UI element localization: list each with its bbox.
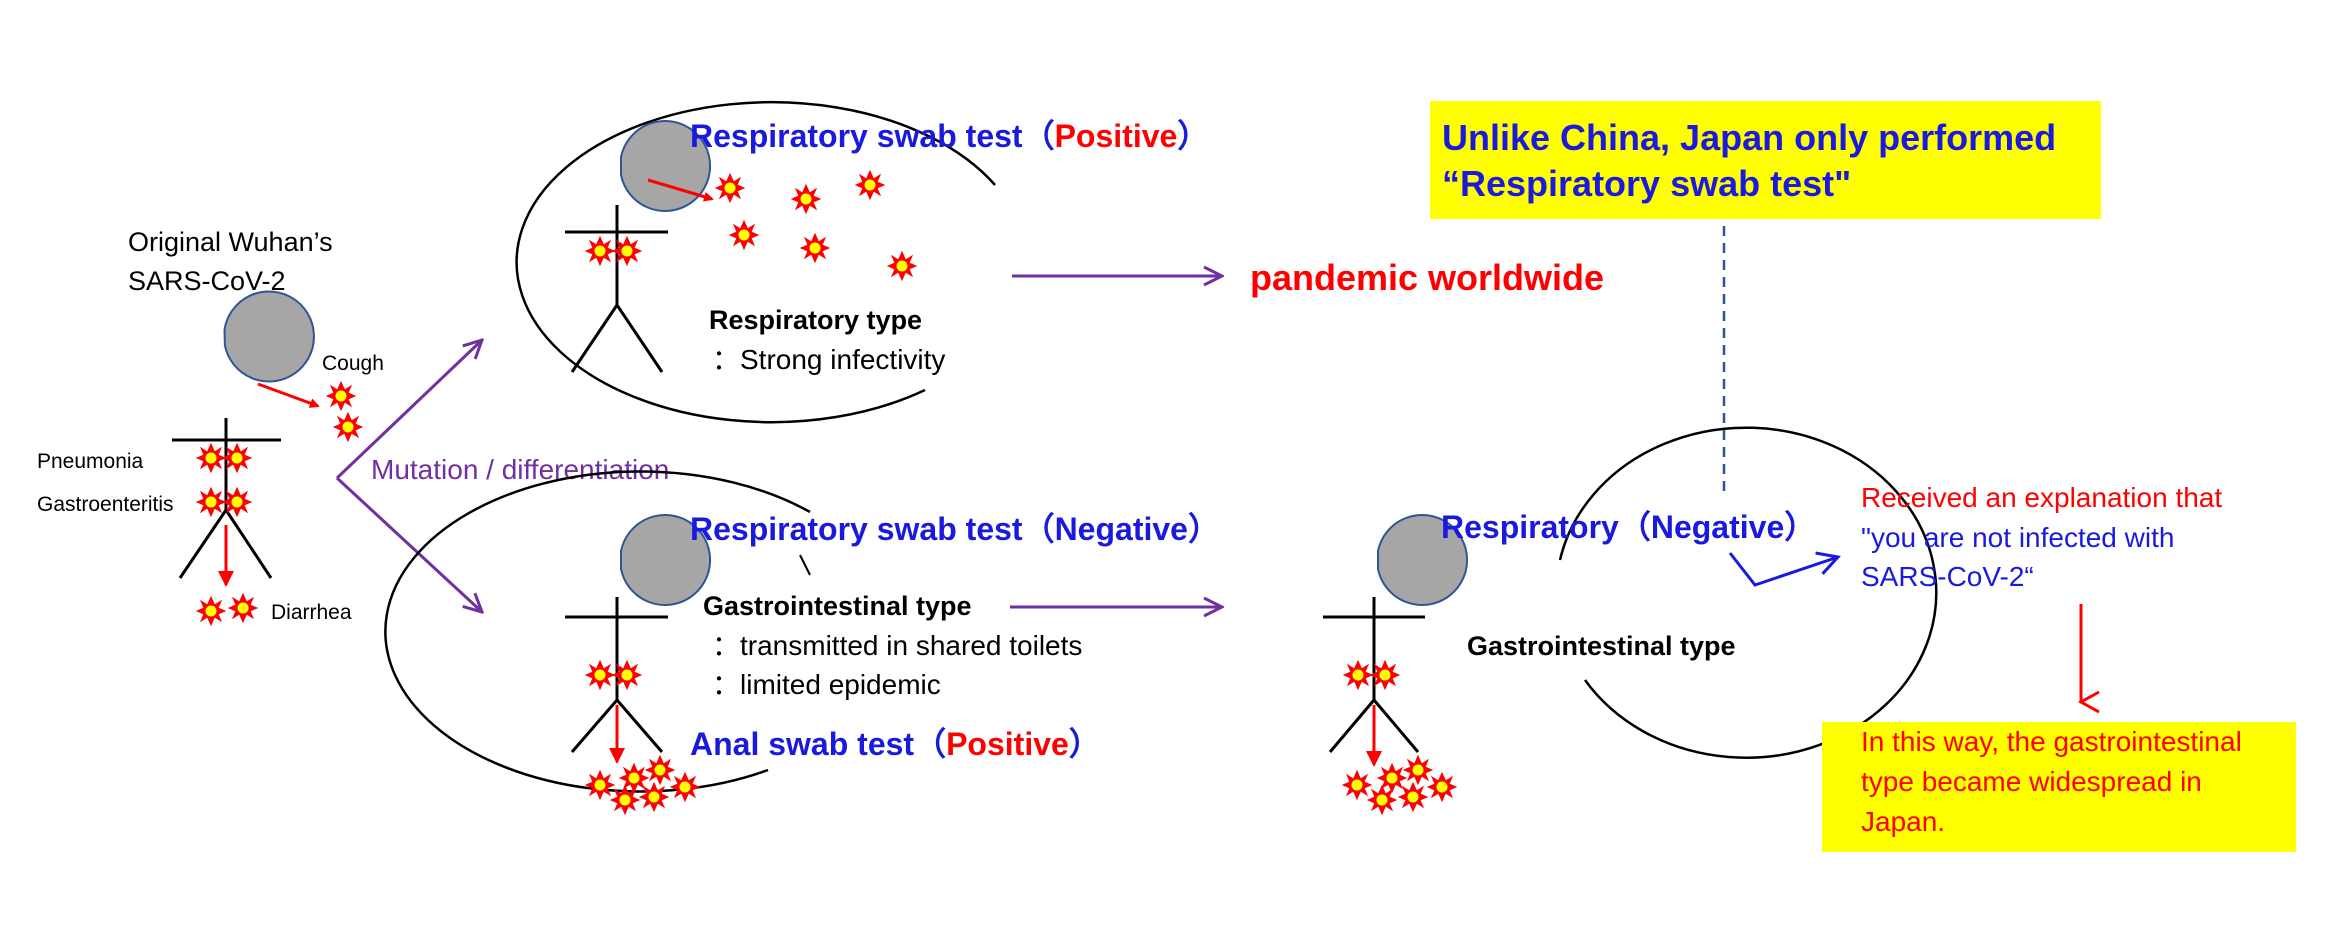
- diarrhea-label: Diarrhea: [271, 601, 352, 624]
- virus-icon: [326, 381, 356, 411]
- cough-label: Cough: [322, 352, 384, 375]
- virus-icon: [196, 487, 226, 517]
- virus-icon: [791, 184, 821, 214]
- gastroenteritis-label: Gastroenteritis: [37, 493, 174, 516]
- head-icon: [1377, 514, 1469, 606]
- conclusion-box: [1822, 722, 2296, 852]
- pneumonia-label: Pneumonia: [37, 450, 144, 473]
- explanation-line1: Received an explanation that: [1861, 482, 2222, 513]
- japan-ellipse: [1558, 426, 1938, 759]
- explanation-line3: SARS-CoV-2“: [1861, 561, 2034, 592]
- virus-icon: [333, 412, 363, 442]
- virus-icon: [222, 487, 252, 517]
- virus-icon: [222, 443, 252, 473]
- top-type-label: Respiratory type: [709, 305, 922, 335]
- anal-test-result: Positive: [946, 726, 1069, 762]
- virus-icon: [585, 660, 615, 690]
- conclusion-line2: type became widespread in: [1861, 766, 2202, 797]
- head-icon: [620, 514, 712, 606]
- source-person: [172, 290, 363, 626]
- virus-icon: [855, 170, 885, 200]
- virus-icon: [196, 443, 226, 473]
- virus-icon: [729, 220, 759, 250]
- virus-icon: [196, 596, 226, 626]
- conclusion-line3: Japan.: [1861, 806, 1945, 837]
- pandemic-label: pandemic worldwide: [1250, 257, 1604, 298]
- japan-type-label: Gastrointestinal type: [1467, 631, 1736, 661]
- virus-icon: [1403, 755, 1433, 785]
- head-icon: [620, 120, 712, 212]
- anal-test-label: Anal swab test（Positive）: [690, 726, 1101, 762]
- virus-icon: [639, 782, 669, 812]
- explanation-line2: "you are not infected with: [1861, 522, 2174, 553]
- branch-arrows: [335, 340, 482, 612]
- source-title-line1: Original Wuhan’s: [128, 227, 333, 257]
- top-ellipse: [515, 100, 996, 424]
- virus-icon: [1342, 770, 1372, 800]
- top-type-desc: ：Strong infectivity: [712, 344, 945, 375]
- bottom-desc1: ：transmitted in shared toilets: [712, 630, 1082, 661]
- bottom-person: [565, 514, 712, 815]
- virus-icon: [1370, 660, 1400, 690]
- top-person: [565, 120, 917, 373]
- virus-icon: [715, 173, 745, 203]
- virus-icon: [670, 772, 700, 802]
- virus-icon: [585, 236, 615, 266]
- mutation-label: Mutation / differentiation: [371, 454, 669, 485]
- virus-icon: [645, 755, 675, 785]
- japan-person: [1323, 514, 1469, 815]
- virus-icon: [228, 593, 258, 623]
- virus-icon: [1398, 782, 1428, 812]
- japan-test-label: Respiratory（Negative）: [1441, 509, 1816, 545]
- cough-arrow: [257, 382, 320, 408]
- conclusion-line1: In this way, the gastrointestinal: [1861, 726, 2242, 757]
- virus-icon: [585, 770, 615, 800]
- bottom-desc2: ：limited epidemic: [712, 669, 941, 700]
- top-test-name: Respiratory swab test: [690, 118, 1023, 154]
- virus-icon: [800, 233, 830, 263]
- virus-icon: [1377, 763, 1407, 793]
- bottom-type-label: Gastrointestinal type: [703, 591, 972, 621]
- virus-icon: [1427, 772, 1457, 802]
- explanation-arrow: [1728, 551, 1841, 587]
- virus-icon: [612, 660, 642, 690]
- virus-icon: [612, 236, 642, 266]
- source-title-line2: SARS-CoV-2: [128, 266, 286, 296]
- note-box: [1430, 101, 2101, 219]
- anal-test-name: Anal swab test: [690, 726, 914, 762]
- spread-arrow: [647, 178, 714, 202]
- bottom-test-label: Respiratory swab test（Negative）: [690, 511, 1220, 547]
- virus-icon: [1343, 660, 1373, 690]
- top-test-label: Respiratory swab test（Positive）: [690, 118, 1209, 154]
- note-line2: “Respiratory swab test": [1442, 163, 1851, 204]
- top-test-result: Positive: [1055, 118, 1178, 154]
- head-icon: [223, 290, 315, 383]
- note-line1: Unlike China, Japan only performed: [1442, 117, 2056, 158]
- virus-icon: [887, 251, 917, 281]
